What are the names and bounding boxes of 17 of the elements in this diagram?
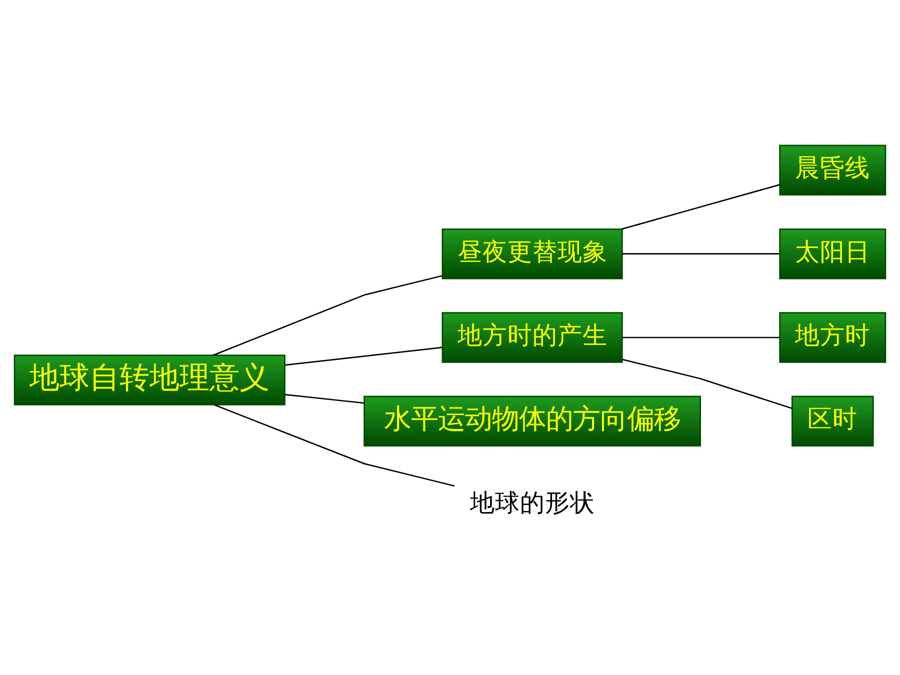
node-box: 太阳日 <box>779 228 886 280</box>
node-box: 区时 <box>792 396 874 447</box>
connector <box>622 336 780 338</box>
connector <box>622 184 780 230</box>
node-box: 水平运动物体的方向偏移 <box>364 396 701 447</box>
node-box: 昼夜更替现象 <box>442 228 623 280</box>
connector <box>284 346 442 366</box>
connector <box>214 404 455 487</box>
connector <box>284 394 364 404</box>
connector <box>213 275 442 356</box>
connector <box>622 253 780 255</box>
connector <box>622 358 792 410</box>
node-box: 地球自转地理意义 <box>14 354 286 406</box>
node-box: 晨昏线 <box>779 144 886 196</box>
node-text: 地球的形状 <box>470 488 595 517</box>
node-box: 地方时的产生 <box>442 312 623 363</box>
node-box: 地方时 <box>779 312 886 363</box>
